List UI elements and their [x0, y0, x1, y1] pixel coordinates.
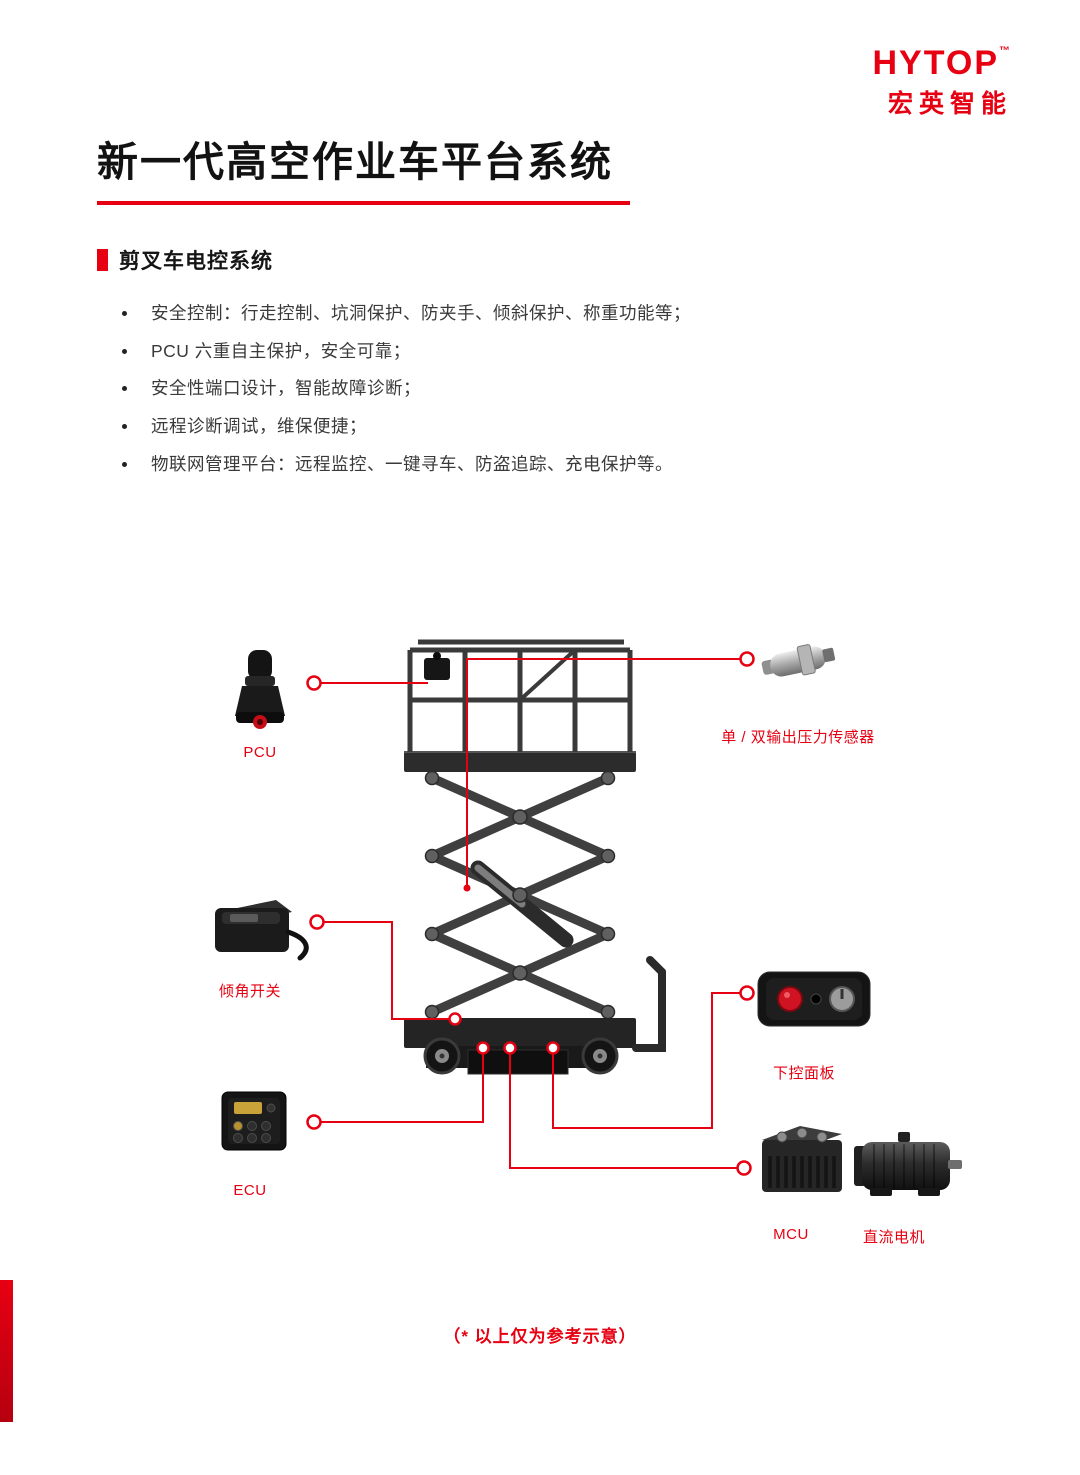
list-item: 远程诊断调试，维保便捷；: [113, 415, 953, 439]
logo-subbrand: 宏英智能: [887, 90, 1012, 118]
bullet-text: 安全控制：行走控制、坑洞保护、防夹手、倾斜保护、称重功能等；: [151, 303, 691, 323]
section-heading-text: 剪叉车电控系统: [119, 250, 273, 273]
pcu-device-image: [235, 650, 285, 729]
callout-lines: [320, 658, 741, 1169]
ecu-device-image: [221, 1091, 287, 1151]
bullet-dot-icon: [122, 311, 127, 316]
section-marker: [97, 249, 108, 271]
bullet-dot-icon: [122, 461, 127, 467]
list-item: 安全性端口设计，智能故障诊断；: [113, 377, 953, 401]
left-accent-bar: [0, 1280, 13, 1422]
list-item: 物联网管理平台：远程监控、一键寻车、防盗追踪、充电保护等。: [113, 453, 953, 477]
lower-control-panel-image: [757, 971, 871, 1027]
logo-wordmark: HYTOP™: [872, 44, 1012, 82]
title-underline: [97, 201, 630, 205]
pressure-sensor-image: [761, 644, 836, 677]
scissor-lift-illustration: [404, 639, 666, 1075]
bullet-text: 安全性端口设计，智能故障诊断；: [151, 378, 421, 399]
callout-endpoints: [306, 651, 755, 1176]
bullet-dot-icon: [122, 348, 127, 354]
mcu-device-image: [762, 1126, 842, 1192]
footnote: （* 以上仅为参考示意）: [443, 1327, 637, 1346]
page-title: 新一代高空作业车平台系统: [97, 139, 613, 185]
label-ecu: ECU: [233, 1182, 267, 1199]
brand-logo: HYTOP™ 宏英智能: [872, 46, 1012, 120]
label-pcu: PCU: [243, 744, 277, 761]
list-item: 安全控制：行走控制、坑洞保护、防夹手、倾斜保护、称重功能等；: [113, 302, 953, 326]
label-tilt-switch: 倾角开关: [218, 983, 281, 1000]
bullet-dot-icon: [122, 386, 127, 392]
component-diagram: [215, 639, 962, 1196]
bullet-text: 远程诊断调试，维保便捷；: [151, 415, 367, 436]
label-mcu: MCU: [773, 1226, 809, 1243]
trademark-symbol: ™: [999, 45, 1012, 57]
list-item: PCU 六重自主保护，安全可靠；: [113, 340, 953, 364]
label-pressure-sensor: 单 / 双输出压力传感器: [721, 729, 875, 746]
tilt-switch-image: [215, 900, 309, 961]
dc-motor-image: [854, 1132, 962, 1196]
label-dc-motor: 直流电机: [862, 1229, 925, 1246]
bullet-text: PCU 六重自主保护，安全可靠；: [151, 340, 411, 361]
bullet-text: 物联网管理平台：远程监控、一键寻车、防盗追踪、充电保护等。: [151, 453, 673, 474]
feature-bullet-list: 安全控制：行走控制、坑洞保护、防夹手、倾斜保护、称重功能等； PCU 六重自主保…: [113, 302, 953, 490]
section-heading: 剪叉车电控系统: [97, 245, 273, 275]
bullet-dot-icon: [122, 423, 127, 429]
logo-text: HYTOP: [872, 44, 999, 82]
label-lower-control-panel: 下控面板: [772, 1065, 835, 1082]
